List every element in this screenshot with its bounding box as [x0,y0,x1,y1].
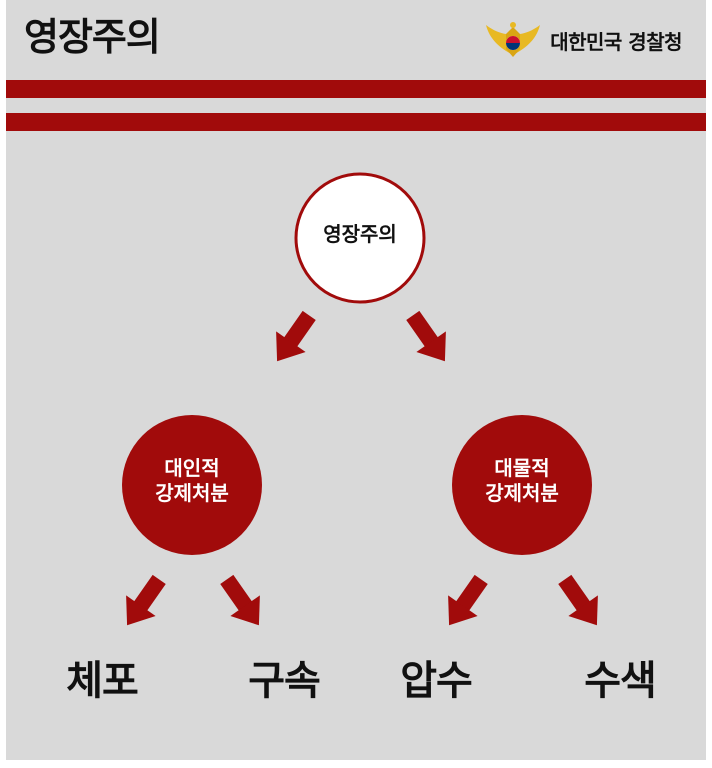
branch-node-right [452,415,592,555]
leaf-detention: 구속 [248,658,321,704]
leaf-search: 수색 [584,658,657,704]
header-stripe-top [6,80,706,98]
branch-left-line2: 강제처분 [155,481,229,505]
arrow-left-left-icon [112,569,174,636]
header-stripe-bottom [6,113,706,131]
arrow-right-right-icon [550,569,612,636]
arrow-left-right-icon [212,569,274,636]
arrow-right-left-icon [434,569,496,636]
branch-node-left-label: 대인적 강제처분 [122,456,262,506]
infographic-page: 영장주의 대한민국 경찰청 영장주의 [6,0,706,760]
arrow-root-left-icon [262,305,324,372]
root-node [294,172,426,304]
arrow-root-right-icon [398,305,460,372]
branch-right-line1: 대물적 [494,456,550,480]
page-title: 영장주의 [24,15,161,59]
leaf-seizure: 압수 [400,658,473,704]
root-node-label: 영장주의 [323,222,397,246]
organization-logo: 대한민국 경찰청 [484,20,682,60]
branch-right-line2: 강제처분 [485,481,559,505]
branch-node-left [122,415,262,555]
branch-left-line1: 대인적 [164,456,220,480]
branch-node-right-label: 대물적 강제처분 [452,456,592,506]
leaf-arrest: 체포 [66,658,139,704]
police-emblem-icon [486,22,541,57]
hierarchy-diagram [112,172,612,636]
organization-name: 대한민국 경찰청 [550,29,682,54]
